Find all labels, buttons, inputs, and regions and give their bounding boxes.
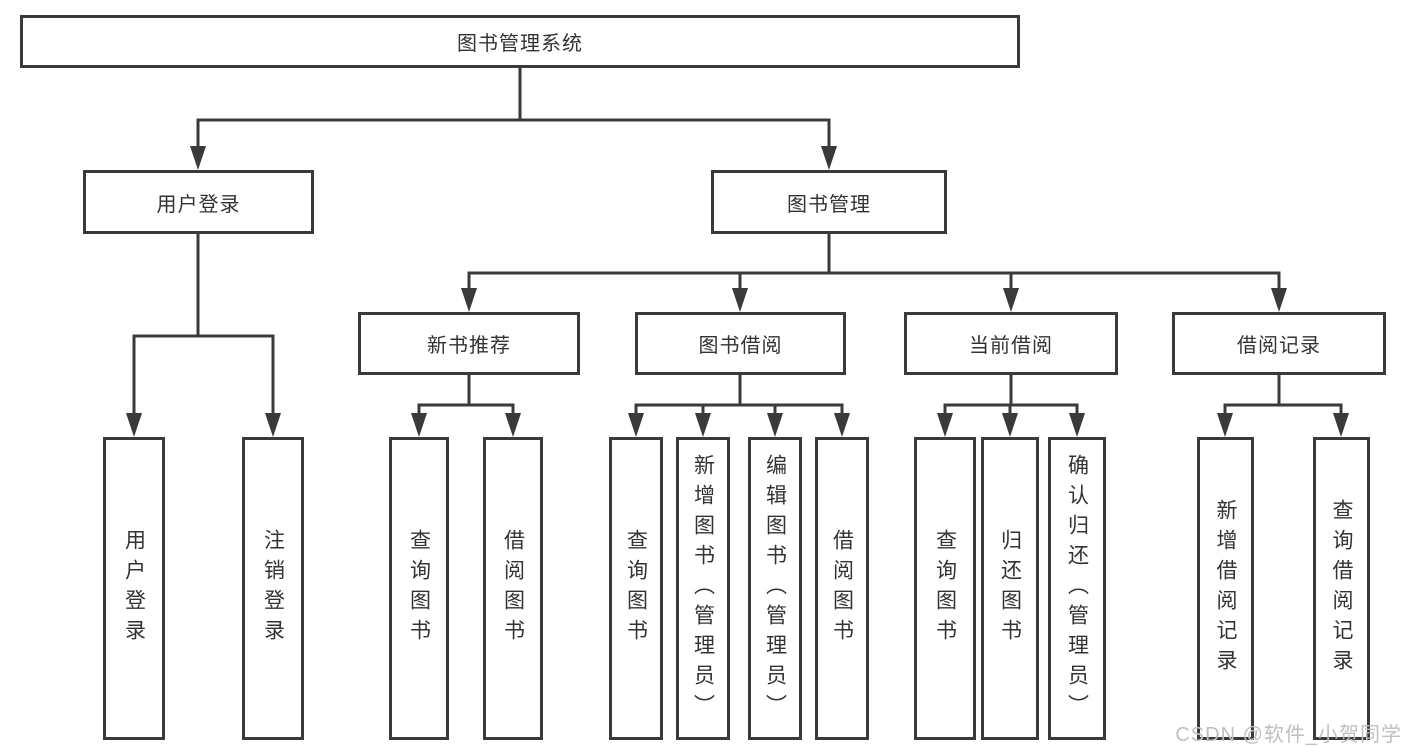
node-book-management: 图书管理 [711,170,947,234]
arrowhead-leaf-br-add [1217,413,1233,437]
leaf-borrowing-add-admin-label: 新增图书（管理员） [691,453,715,724]
connector-records-to-leaves [1223,403,1343,415]
arrowhead-new-books [461,288,477,312]
leaf-borrowing-add-admin: 新增图书（管理员） [676,437,730,740]
leaf-records-add-label: 新增借阅记录 [1214,498,1237,679]
arrowhead-leaf-logout [265,413,281,437]
leaf-current-return: 归还图书 [981,437,1039,740]
leaf-newbooks-query-label: 查询图书 [407,528,431,649]
leaf-borrowing-edit-admin: 编辑图书（管理员） [748,437,802,740]
node-borrowing-records-label: 借阅记录 [1237,335,1321,357]
leaf-records-query: 查询借阅记录 [1313,437,1370,740]
connector-bookmgmt-to-level3 [467,271,1281,290]
leaf-user-login: 用户登录 [103,437,165,740]
node-new-books: 新书推荐 [358,312,580,375]
leaf-logout: 注销登录 [242,437,304,740]
leaf-newbooks-borrow-label: 借阅图书 [501,528,525,649]
arrowhead-leaf-cb-return [1002,413,1018,437]
arrowhead-leaf-bb-add [695,413,711,437]
connector-userlogin-to-leaves [132,334,275,415]
arrowhead-leaf-nb-borrow [505,413,521,437]
leaf-records-add: 新增借阅记录 [1197,437,1254,740]
node-current-borrowing-label: 当前借阅 [969,335,1053,357]
arrowhead-leaf-br-query [1333,413,1349,437]
node-new-books-label: 新书推荐 [427,335,511,357]
node-book-management-label: 图书管理 [787,193,871,216]
node-root-library-system: 图书管理系统 [20,15,1020,68]
leaf-current-return-label: 归还图书 [998,528,1022,649]
node-book-borrowing: 图书借阅 [635,312,846,375]
arrowhead-user-login [190,146,206,170]
connector-borrowing-to-leaves [634,403,844,415]
leaf-current-confirm-admin-label: 确认归还（管理员） [1065,453,1089,724]
arrowhead-leaf-cb-confirm [1069,413,1085,437]
leaf-borrowing-query: 查询图书 [609,437,663,740]
leaf-borrowing-query-label: 查询图书 [624,528,648,649]
arrowhead-leaf-login [126,413,142,437]
arrowhead-leaf-bb-borrow [834,413,850,437]
node-current-borrowing: 当前借阅 [904,312,1118,375]
csdn-watermark: CSDN @软件_小贺同学 [1175,724,1402,746]
arrowhead-book-borrowing [732,288,748,312]
leaf-logout-label: 注销登录 [261,528,285,649]
node-user-login-label: 用户登录 [156,193,241,216]
leaf-current-confirm-admin: 确认归还（管理员） [1048,437,1106,740]
leaf-user-login-label: 用户登录 [122,528,146,649]
leaf-borrowing-borrow: 借阅图书 [815,437,869,740]
connector-current-to-leaves [943,403,1079,415]
connector-root-to-level2 [196,118,831,147]
leaf-records-query-label: 查询借阅记录 [1330,498,1353,679]
arrowhead-borrowing-records [1271,288,1287,312]
node-user-login: 用户登录 [83,170,314,234]
leaf-newbooks-borrow: 借阅图书 [483,437,543,740]
node-borrowing-records: 借阅记录 [1172,312,1386,375]
arrowhead-leaf-bb-query [628,413,644,437]
connector-newbooks-to-leaves [417,403,515,415]
arrowhead-current-borrowing [1003,288,1019,312]
leaf-newbooks-query: 查询图书 [389,437,449,740]
arrowhead-leaf-cb-query [937,413,953,437]
arrowhead-leaf-nb-query [411,413,427,437]
arrowhead-leaf-bb-edit [767,413,783,437]
node-book-borrowing-label: 图书借阅 [698,335,783,357]
leaf-borrowing-borrow-label: 借阅图书 [830,528,854,649]
leaf-current-query: 查询图书 [914,437,976,740]
arrowhead-book-management [821,146,837,170]
node-root-label: 图书管理系统 [457,33,583,55]
leaf-current-query-label: 查询图书 [933,528,957,649]
leaf-borrowing-edit-admin-label: 编辑图书（管理员） [763,453,787,724]
